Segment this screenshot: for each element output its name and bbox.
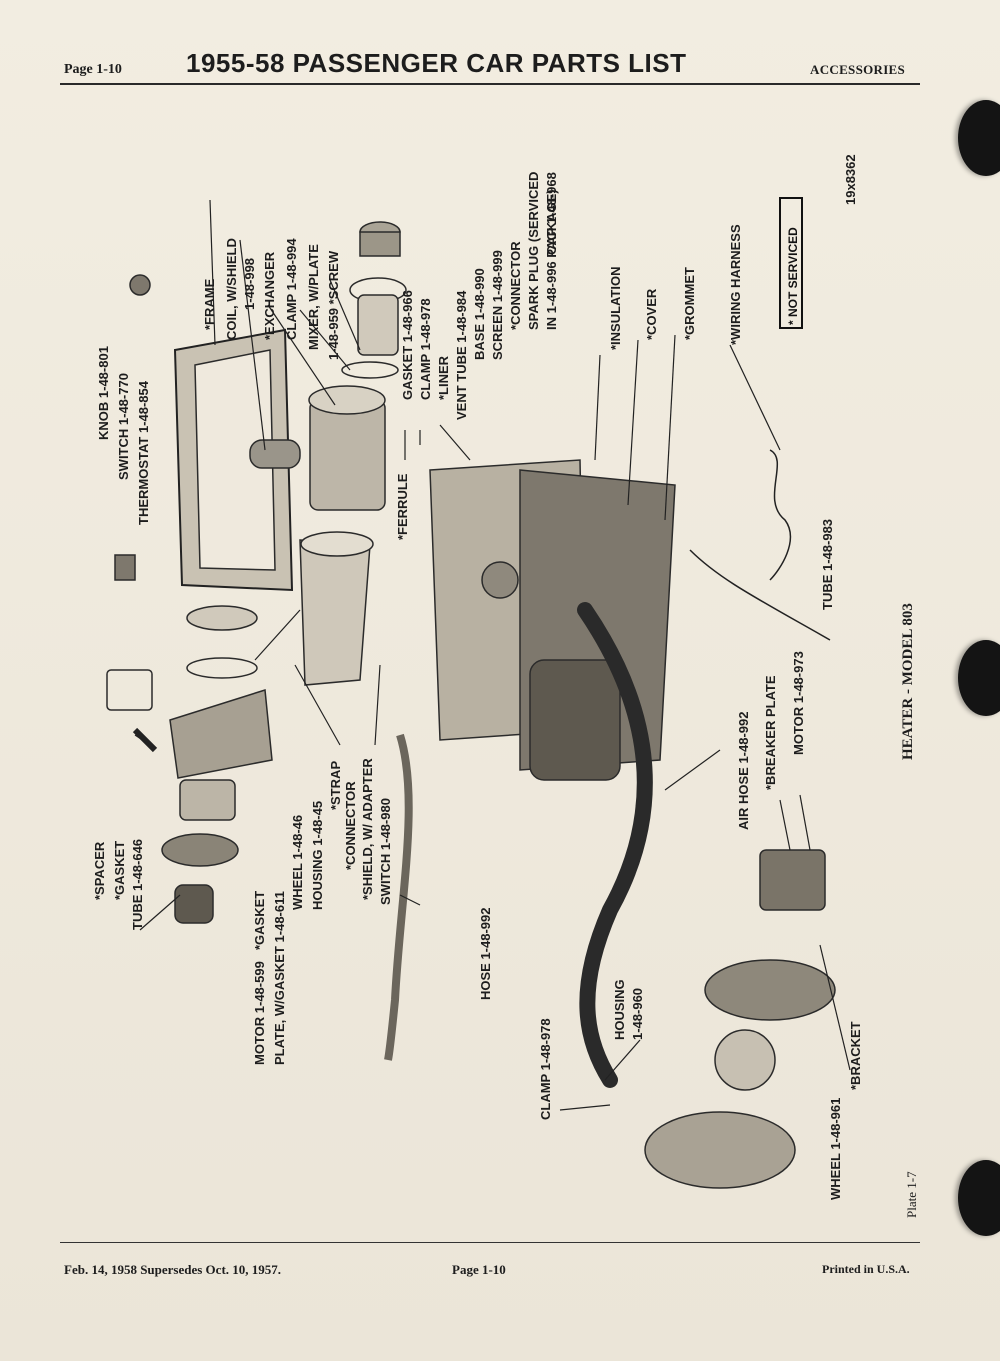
label-knob: KNOB 1-48-801 [96,346,111,440]
knob-part [129,274,151,296]
label-exchanger: *EXCHANGER [262,251,277,340]
header-rule [60,83,920,85]
punch-hole-top [958,100,1000,176]
mixer-part [359,221,401,257]
housing-45-part [169,689,273,779]
label-bracket: *BRACKET [848,1021,863,1090]
label-not-serviced: * NOT SERVICED [786,227,800,325]
label-housing-45: HOUSING 1-48-45 [310,801,325,910]
plate-label: Plate 1-7 [904,1171,919,1218]
label-connector-2: *CONNECTOR [343,781,358,870]
tube-646-part [132,727,158,753]
label-breaker-plate: *BREAKER PLATE [763,675,778,790]
label-mixer-num: 1-48-959 *SCREW [326,250,341,360]
wiring-harness-part [689,449,831,641]
label-air-hose: AIR HOSE 1-48-992 [736,712,751,831]
label-insulation: *INSULATION [608,266,623,350]
label-gasket-966: GASKET 1-48-966 [400,290,415,400]
header-section: ACCESSORIES [810,62,906,77]
plate-611-part [161,833,239,867]
label-vent-tube: VENT TUBE 1-48-984 [454,290,469,420]
exchanger-part [308,385,386,511]
clamp-ring [341,361,399,379]
label-plate-611: PLATE, W/GASKET 1-48-611 [272,891,287,1065]
label-gasket: *GASKET [112,841,127,900]
frame-part [173,328,294,592]
label-housing-960: HOUSING [612,979,627,1040]
hose-992-part [384,733,413,1061]
leader-lines [134,199,851,1111]
gasket-ring [349,277,407,356]
motor-973-part [529,659,621,781]
label-cover: *COVER [644,288,659,340]
coil-part [249,439,301,469]
liner-part [299,531,374,686]
label-clamp-978-top: CLAMP 1-48-978 [418,298,433,400]
label-connector-top: *CONNECTOR [508,241,523,330]
housing-960-part [644,959,836,1189]
motor-599-part [174,884,214,924]
label-housing-960-num: 1-48-960 [630,988,645,1040]
plate-caption: HEATER - MODEL 803 [900,603,916,760]
label-clamp-978-bottom: CLAMP 1-48-978 [538,1018,553,1120]
label-shield: *SHIELD, W/ ADAPTER [360,758,375,900]
label-hose-992: HOSE 1-48-992 [478,908,493,1001]
not-serviced-box: * NOT SERVICED [779,197,803,329]
label-strap: *STRAP [328,761,343,810]
label-frame: *FRAME [202,278,217,330]
label-mixer: MIXER, W/PLATE [306,244,321,350]
label-motor-973: MOTOR 1-48-973 [791,651,806,755]
label-spark-plug: SPARK PLUG (SERVICED [526,172,541,330]
plate-number: 19x8362 [843,154,858,205]
label-liner: *LINER [436,355,451,400]
label-wheel-46: WHEEL 1-48-46 [290,815,305,910]
label-cap: CAP 1-48-968 [544,172,559,255]
page-title: 1955-58 PASSENGER CAR PARTS LIST [186,48,687,78]
strap-rings [186,605,258,679]
footer-date: Feb. 14, 1958 Supersedes Oct. 10, 1957. [64,1262,282,1277]
spacer-part [106,669,153,711]
label-spark-plug-package: IN 1-48-996 PACKAGE) [544,189,559,330]
label-wheel-961: WHEEL 1-48-961 [828,1098,843,1200]
label-switch-980: SWITCH 1-48-980 [378,798,393,905]
label-coil: COIL, W/SHIELD [224,238,239,340]
footer-printed: Printed in U.S.A. [822,1262,910,1276]
header-page-number: Page 1-10 [64,62,122,77]
label-coil-num: 1-48-998 [242,258,257,310]
thermostat-part [114,554,136,581]
footer-page-number: Page 1-10 [452,1262,506,1277]
punch-hole-middle [958,640,1000,716]
label-motor-599: MOTOR 1-48-599 [252,961,267,1065]
label-spacer: *SPACER [92,841,107,900]
air-hose-part [577,602,653,1088]
label-grommet: *GROMMET [682,267,697,340]
label-wiring-harness: *WIRING HARNESS [728,224,743,345]
label-ferrule: *FERRULE [395,473,410,540]
breaker-plate-part [759,849,826,911]
punch-hole-bottom [958,1160,1000,1236]
wheel-46-part [179,779,236,821]
label-tube-646: TUBE 1-48-646 [130,839,145,930]
wheel-961-part [714,1029,776,1091]
label-screen: SCREEN 1-48-999 [490,250,505,360]
label-tube-983: TUBE 1-48-983 [820,519,835,610]
page-header: Page 1-10 1955-58 PASSENGER CAR PARTS LI… [0,0,1000,100]
label-switch-770: SWITCH 1-48-770 [116,373,131,480]
label-thermostat: THERMOSTAT 1-48-854 [136,380,151,525]
label-gasket-2: *GASKET [252,891,267,950]
footer-rule [60,1242,920,1243]
label-base: BASE 1-48-990 [472,268,487,360]
label-clamp-994: CLAMP 1-48-994 [284,238,299,340]
